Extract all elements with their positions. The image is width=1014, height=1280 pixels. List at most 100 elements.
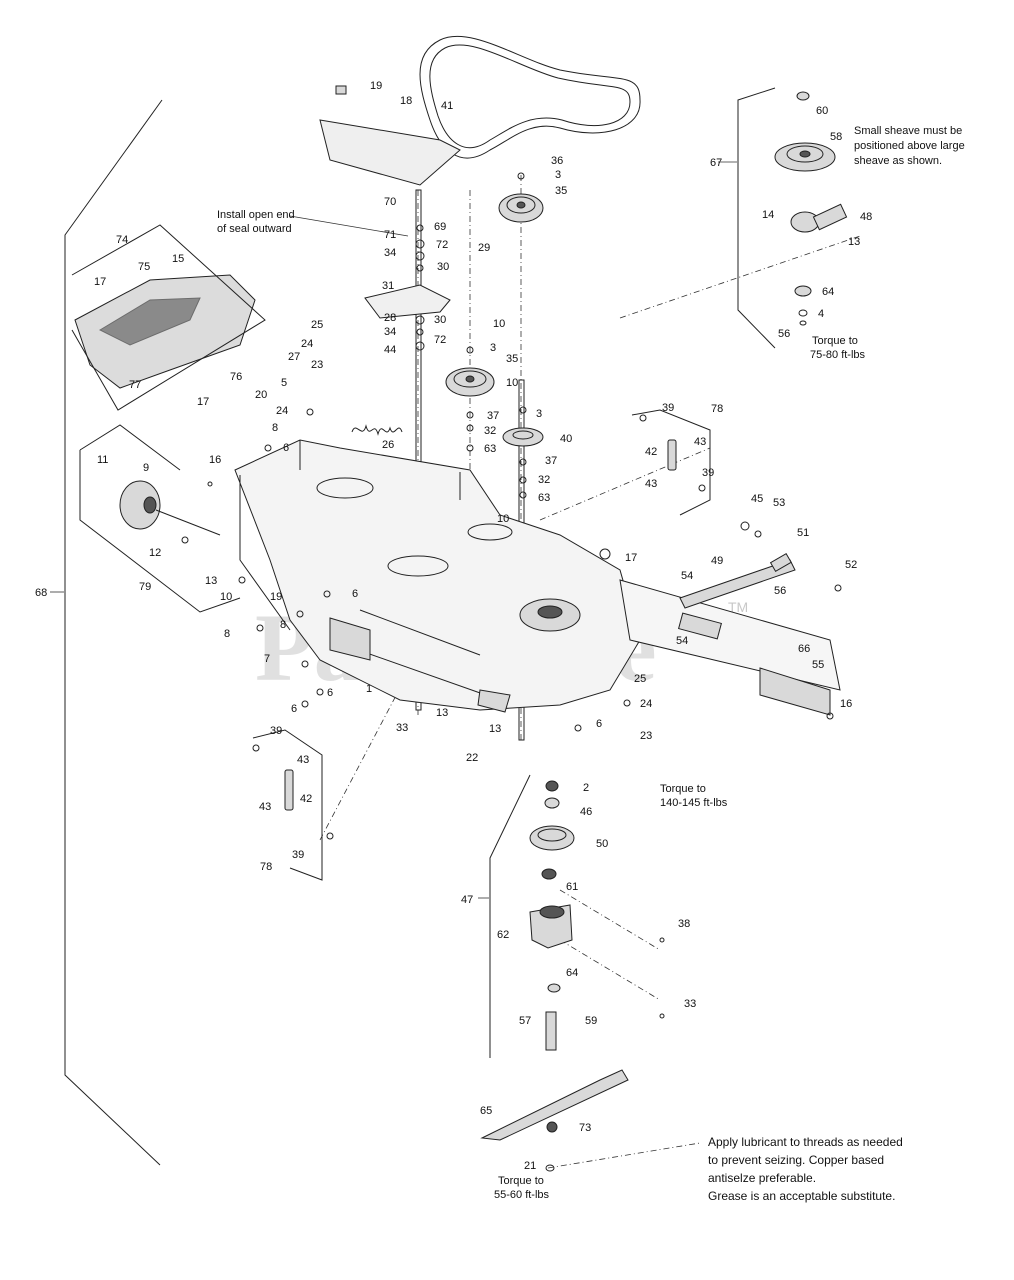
callout: 45 — [751, 493, 763, 505]
callout: 24 — [276, 405, 288, 417]
callout: 8 — [272, 422, 278, 434]
callout: 55 — [812, 659, 824, 671]
watermark-tm: TM — [728, 599, 748, 615]
callout: 79 — [139, 581, 151, 593]
callout: 78 — [260, 861, 272, 873]
callout: 23 — [311, 359, 323, 371]
callout: 43 — [297, 754, 309, 766]
callout: 53 — [773, 497, 785, 509]
callout: 42 — [645, 446, 657, 458]
callout: 37 — [487, 410, 499, 422]
mower-blade — [480, 1069, 629, 1172]
callout: 49 — [711, 555, 723, 567]
svg-text:of seal outward: of seal outward — [217, 223, 292, 235]
svg-text:Apply lubricant to threads as: Apply lubricant to threads as needed — [708, 1135, 903, 1149]
callout: 77 — [129, 379, 141, 391]
callout: 51 — [797, 527, 809, 539]
callout: 32 — [538, 474, 550, 486]
callout: 6 — [352, 588, 358, 600]
callout: 43 — [645, 478, 657, 490]
callout: 64 — [566, 967, 578, 979]
callout: 2 — [583, 782, 589, 794]
callout: 72 — [434, 334, 446, 346]
spindle-assembly — [529, 780, 575, 1051]
callout: 10 — [506, 377, 518, 389]
bracket-67 — [718, 87, 776, 349]
callout: 43 — [259, 801, 271, 813]
callout: 3 — [490, 342, 496, 354]
callout: 56 — [778, 328, 790, 340]
callout: 22 — [466, 752, 478, 764]
pulley-upper — [498, 193, 544, 223]
svg-text:75-80 ft-lbs: 75-80 ft-lbs — [810, 349, 866, 361]
callout: 13 — [489, 723, 501, 735]
callout: 65 — [480, 1105, 492, 1117]
svg-text:to prevent seizing. Copper ba: to prevent seizing. Copper based — [708, 1153, 884, 1167]
pulley-middle — [445, 367, 495, 397]
callout: 38 — [678, 918, 690, 930]
callout: 17 — [625, 552, 637, 564]
callout: 8 — [280, 619, 286, 631]
svg-text:55-60 ft-lbs: 55-60 ft-lbs — [494, 1189, 550, 1201]
callout: 63 — [538, 492, 550, 504]
bracket-47 — [478, 774, 531, 1058]
callout: 5 — [281, 377, 287, 389]
callout: 50 — [596, 838, 608, 850]
callout: 39 — [270, 725, 282, 737]
callout: 12 — [149, 547, 161, 559]
callout: 27 — [288, 351, 300, 363]
callout: 59 — [585, 1015, 597, 1027]
callout: 47 — [461, 894, 473, 906]
callout: 24 — [640, 698, 652, 710]
note-seal: Install open end of seal outward — [217, 209, 295, 235]
mower-deck-housing — [234, 439, 641, 713]
callout: 36 — [551, 155, 563, 167]
callout: 41 — [441, 100, 453, 112]
bracket-79 — [79, 450, 241, 613]
bracket-68 — [50, 99, 163, 1166]
callout: 35 — [555, 185, 567, 197]
callout: 46 — [580, 806, 592, 818]
callout: 32 — [484, 425, 496, 437]
discharge-baffle — [74, 274, 256, 389]
svg-text:positioned above large: positioned above large — [854, 140, 965, 152]
callout: 64 — [822, 286, 834, 298]
callout: 6 — [596, 718, 602, 730]
part-callouts: 19 18 41 60 58 67 14 48 13 64 4 56 36 3 … — [35, 80, 872, 1172]
callout: 16 — [209, 454, 221, 466]
callout: 9 — [143, 462, 149, 474]
callout: 31 — [382, 280, 394, 292]
callout: 17 — [94, 276, 106, 288]
svg-text:Install open end: Install open end — [217, 209, 295, 221]
svg-text:Grease is an acceptable substi: Grease is an acceptable substitute. — [708, 1189, 895, 1203]
callout: 11 — [97, 454, 108, 466]
callout: 23 — [640, 730, 652, 742]
callout: 56 — [774, 585, 786, 597]
idler-40 — [502, 427, 544, 447]
callout: 57 — [519, 1015, 531, 1027]
svg-text:Torque to: Torque to — [812, 335, 858, 347]
callout: 14 — [762, 209, 774, 221]
callout: 8 — [224, 628, 230, 640]
note-lubricant: Apply lubricant to threads as needed to … — [708, 1135, 903, 1203]
callout: 30 — [437, 261, 449, 273]
callout: 74 — [116, 234, 128, 246]
callout: 78 — [711, 403, 723, 415]
callout: 29 — [478, 242, 490, 254]
callout: 34 — [384, 247, 396, 259]
callout: 10 — [493, 318, 505, 330]
callout: 3 — [536, 408, 542, 420]
callout: 28 — [384, 312, 396, 324]
callout: 68 — [35, 587, 47, 599]
callout: 39 — [292, 849, 304, 861]
callout: 43 — [694, 436, 706, 448]
callout: 20 — [255, 389, 267, 401]
callout: 40 — [560, 433, 572, 445]
hardware-markers — [181, 172, 842, 1019]
callout: 30 — [434, 314, 446, 326]
callout: 10 — [497, 513, 509, 525]
callout: 66 — [798, 643, 810, 655]
callout: 37 — [545, 455, 557, 467]
callout: 17 — [197, 396, 209, 408]
